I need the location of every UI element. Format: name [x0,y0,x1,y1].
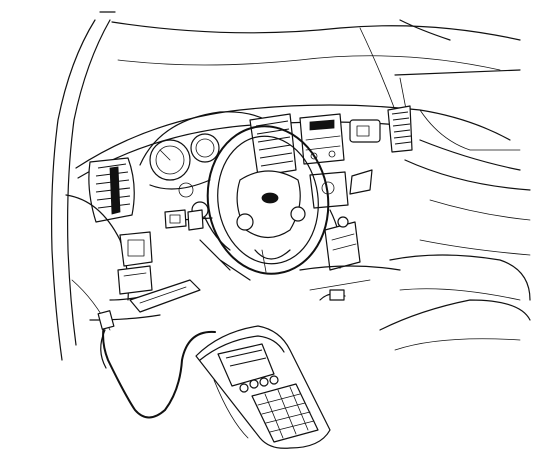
handheld-scan-tool [195,325,331,449]
steering-wheel [206,125,330,275]
lower-left-panel [65,194,201,331]
dashboard-top [75,69,521,179]
a-pillar [51,11,116,361]
windshield [111,19,521,111]
left-vent [88,157,135,223]
gear-shifter [299,209,401,301]
door-panel-right [349,105,531,351]
instrument-cluster [139,111,281,198]
diagnostic-cable [97,310,216,419]
steering-column [164,201,251,281]
